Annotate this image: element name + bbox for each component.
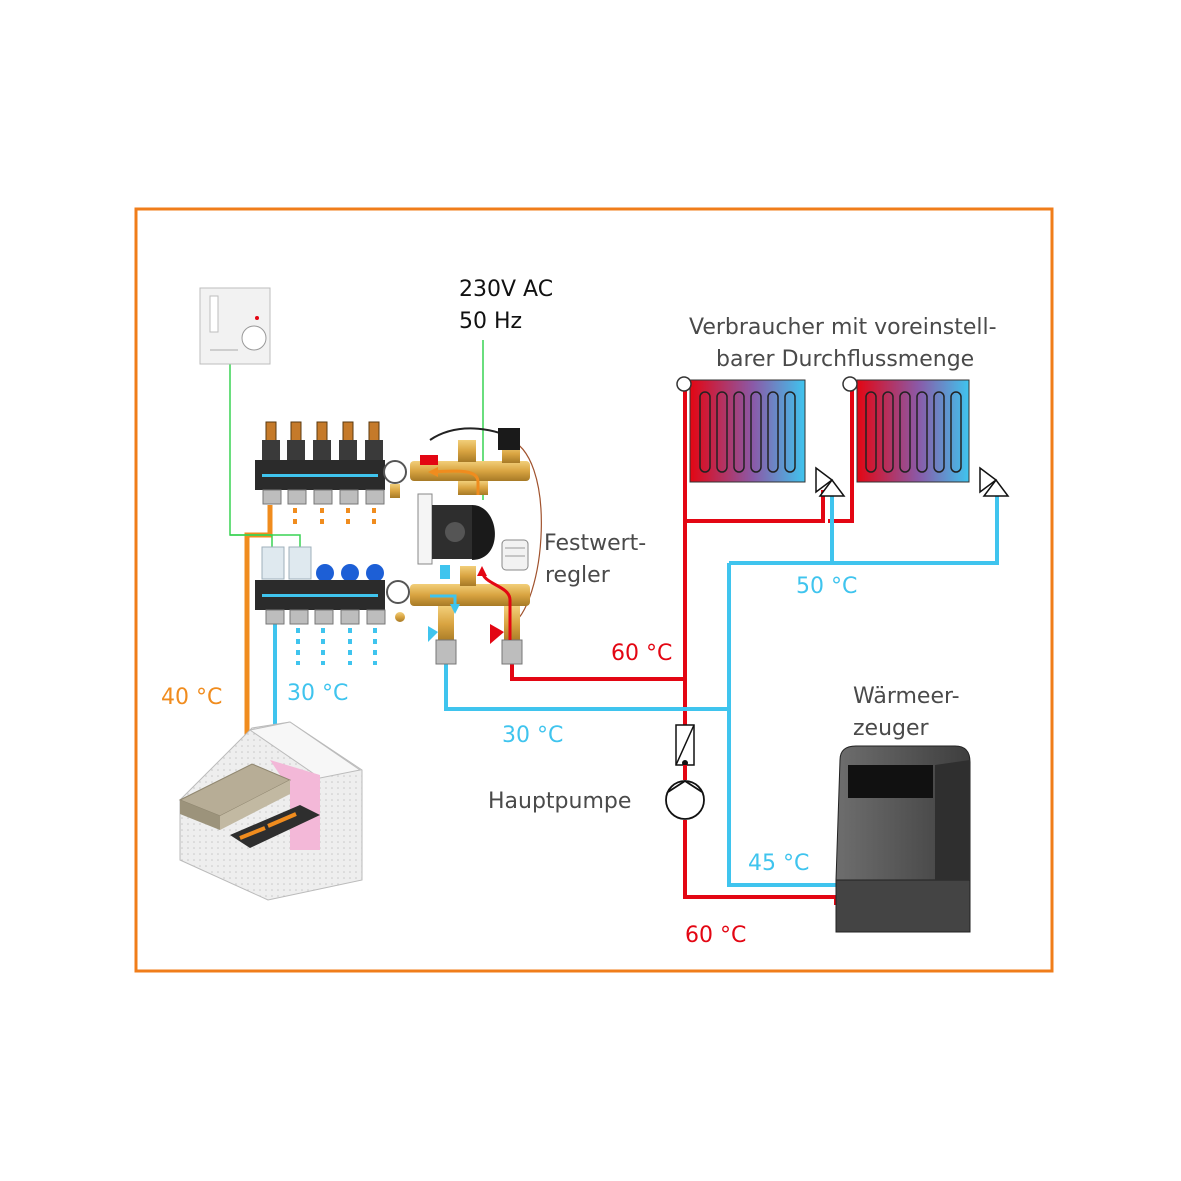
generator-label-line1: Wärmeer- bbox=[853, 684, 960, 709]
radiator-icon bbox=[842, 376, 970, 483]
diagram-frame bbox=[134, 207, 1054, 973]
upper-circuit-dots bbox=[293, 508, 376, 530]
generator-label-line2: zeuger bbox=[853, 716, 930, 741]
thermostatic-valve-icon bbox=[979, 466, 1010, 497]
supply-temp-lower: 60 °C bbox=[685, 923, 746, 948]
room-thermostat-icon bbox=[199, 287, 271, 365]
consumer-label-line1: Verbraucher mit voreinstell- bbox=[689, 315, 997, 340]
heating-manifold-icon bbox=[255, 421, 410, 625]
power-supply-label: 230V AC bbox=[459, 277, 553, 302]
return-temp-consumers: 50 °C bbox=[796, 574, 857, 599]
controller-label-line1: Festwert- bbox=[544, 531, 646, 556]
power-frequency-label: 50 Hz bbox=[459, 309, 522, 334]
check-valve-icon bbox=[675, 724, 695, 766]
controller-label-line2: regler bbox=[545, 563, 611, 588]
floor-supply-temp: 40 °C bbox=[161, 685, 222, 710]
generator-return-temp: 45 °C bbox=[748, 851, 809, 876]
mixing-station bbox=[410, 427, 542, 665]
lower-circuit-dots bbox=[296, 628, 377, 665]
supply-temp-upper: 60 °C bbox=[611, 641, 672, 666]
underfloor-heating-icon bbox=[178, 721, 363, 901]
consumer-label-line2: barer Durchflussmenge bbox=[716, 347, 974, 372]
boiler-icon bbox=[835, 745, 971, 933]
main-pump-label: Hauptpumpe bbox=[488, 789, 631, 814]
pump-icon bbox=[665, 779, 705, 820]
radiator-icon bbox=[676, 376, 806, 483]
return-temp-mixer: 30 °C bbox=[502, 723, 563, 748]
floor-return-temp: 30 °C bbox=[287, 681, 348, 706]
thermostatic-valve-icon bbox=[815, 466, 846, 497]
